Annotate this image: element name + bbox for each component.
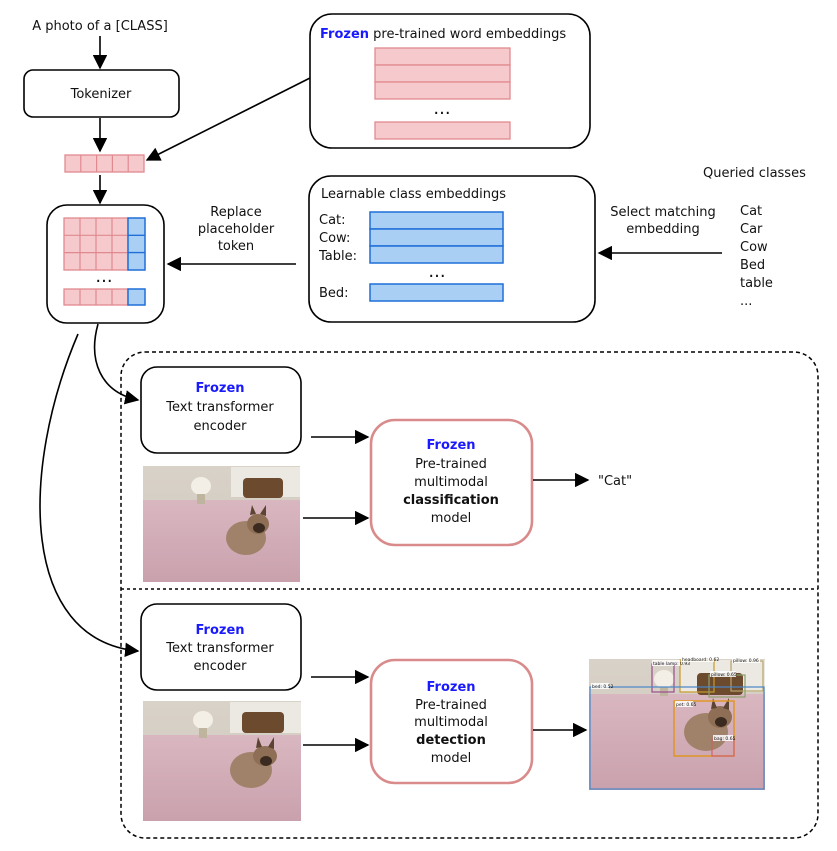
det-box-pet: [673, 700, 735, 757]
detection-output-photo: table lamp: 0.93 headboard: 0.62 pillow:…: [589, 656, 765, 790]
classification-input-photo: [143, 466, 300, 582]
replace-label-line3: token: [218, 239, 254, 254]
detection-encoder-line1: Text transformer: [165, 641, 274, 656]
classification-model-line3: classification: [403, 493, 499, 508]
queried-title: Queried classes: [703, 166, 806, 181]
frozen-tag: Frozen: [320, 27, 369, 42]
select-label-line2: embedding: [626, 222, 700, 237]
classification-encoder-line1: Text transformer: [165, 400, 274, 415]
word-embeddings-ellipsis: ...: [433, 98, 450, 119]
learnable-embedding-bars: [369, 211, 504, 302]
classification-model-line2: multimodal: [414, 475, 488, 490]
det-label-pillow-1: pillow: 0.96: [733, 658, 759, 664]
learnable-ellipsis: ...: [428, 261, 445, 282]
replace-label-line2: placeholder: [198, 222, 275, 237]
det-label-table-lamp: table lamp: 0.93: [653, 661, 690, 667]
detection-encoder-frozen: Frozen: [195, 623, 244, 638]
word-embeddings-title: Frozen pre-trained word embeddings: [320, 27, 566, 42]
prompt-template: A photo of a [CLASS]: [32, 19, 168, 34]
embeddings-to-strip-arrow: [145, 77, 311, 161]
classification-model-box: [369, 418, 534, 547]
models-container: [120, 351, 819, 839]
det-label-pillow-2: pillow: 0.65: [711, 672, 737, 678]
learnable-row-cat: Cat:: [319, 213, 346, 228]
token-strip: [64, 154, 145, 173]
classification-model-frozen: Frozen: [426, 438, 475, 453]
select-label-line1: Select matching: [610, 205, 715, 220]
detection-input-photo: [143, 701, 301, 821]
to-detection-encoder-arrow: [39, 333, 140, 657]
classification-model-line4: model: [431, 511, 471, 526]
detection-model-line1: Pre-trained: [415, 698, 487, 713]
prompt-embedding-ellipsis: ...: [95, 266, 112, 287]
classification-encoder-frozen: Frozen: [195, 381, 244, 396]
detection-model-line3: detection: [416, 733, 486, 748]
queried-item-3: Bed: [740, 258, 765, 273]
prompt-embedding-grid: [63, 217, 146, 306]
det-label-pet: pet: 0.65: [676, 702, 696, 708]
det-box-bed: [589, 686, 765, 790]
queried-item-0: Cat: [740, 204, 762, 219]
learnable-row-table: Table:: [318, 249, 357, 264]
queried-item-1: Car: [740, 222, 763, 237]
det-label-bed: bed: 0.52: [592, 684, 614, 690]
classification-encoder-box: [140, 366, 302, 454]
detection-model-line4: model: [431, 751, 471, 766]
classification-encoder-line2: encoder: [194, 419, 248, 434]
detection-encoder-line2: encoder: [194, 659, 248, 674]
queried-item-5: ...: [740, 294, 752, 309]
detection-model-line2: multimodal: [414, 715, 488, 730]
queried-item-4: table: [740, 276, 773, 291]
det-label-headboard: headboard: 0.62: [682, 657, 719, 663]
replace-label-line1: Replace: [210, 205, 261, 220]
learnable-row-bed: Bed:: [319, 286, 349, 301]
detection-encoder-box: [140, 603, 302, 691]
to-classification-encoder-arrow: [93, 323, 140, 405]
tokenizer-box: [23, 69, 180, 118]
classification-output: "Cat": [598, 474, 632, 489]
det-label-bag: bag: 0.65: [714, 736, 736, 742]
tokenizer-label: Tokenizer: [70, 87, 132, 102]
learnable-row-cow: Cow:: [319, 231, 350, 246]
detection-model-frozen: Frozen: [426, 680, 475, 695]
learnable-title: Learnable class embeddings: [321, 187, 506, 202]
queried-item-2: Cow: [740, 240, 768, 255]
detection-model-box: [369, 658, 534, 785]
classification-model-line1: Pre-trained: [415, 457, 487, 472]
word-embedding-rows: [374, 47, 511, 140]
